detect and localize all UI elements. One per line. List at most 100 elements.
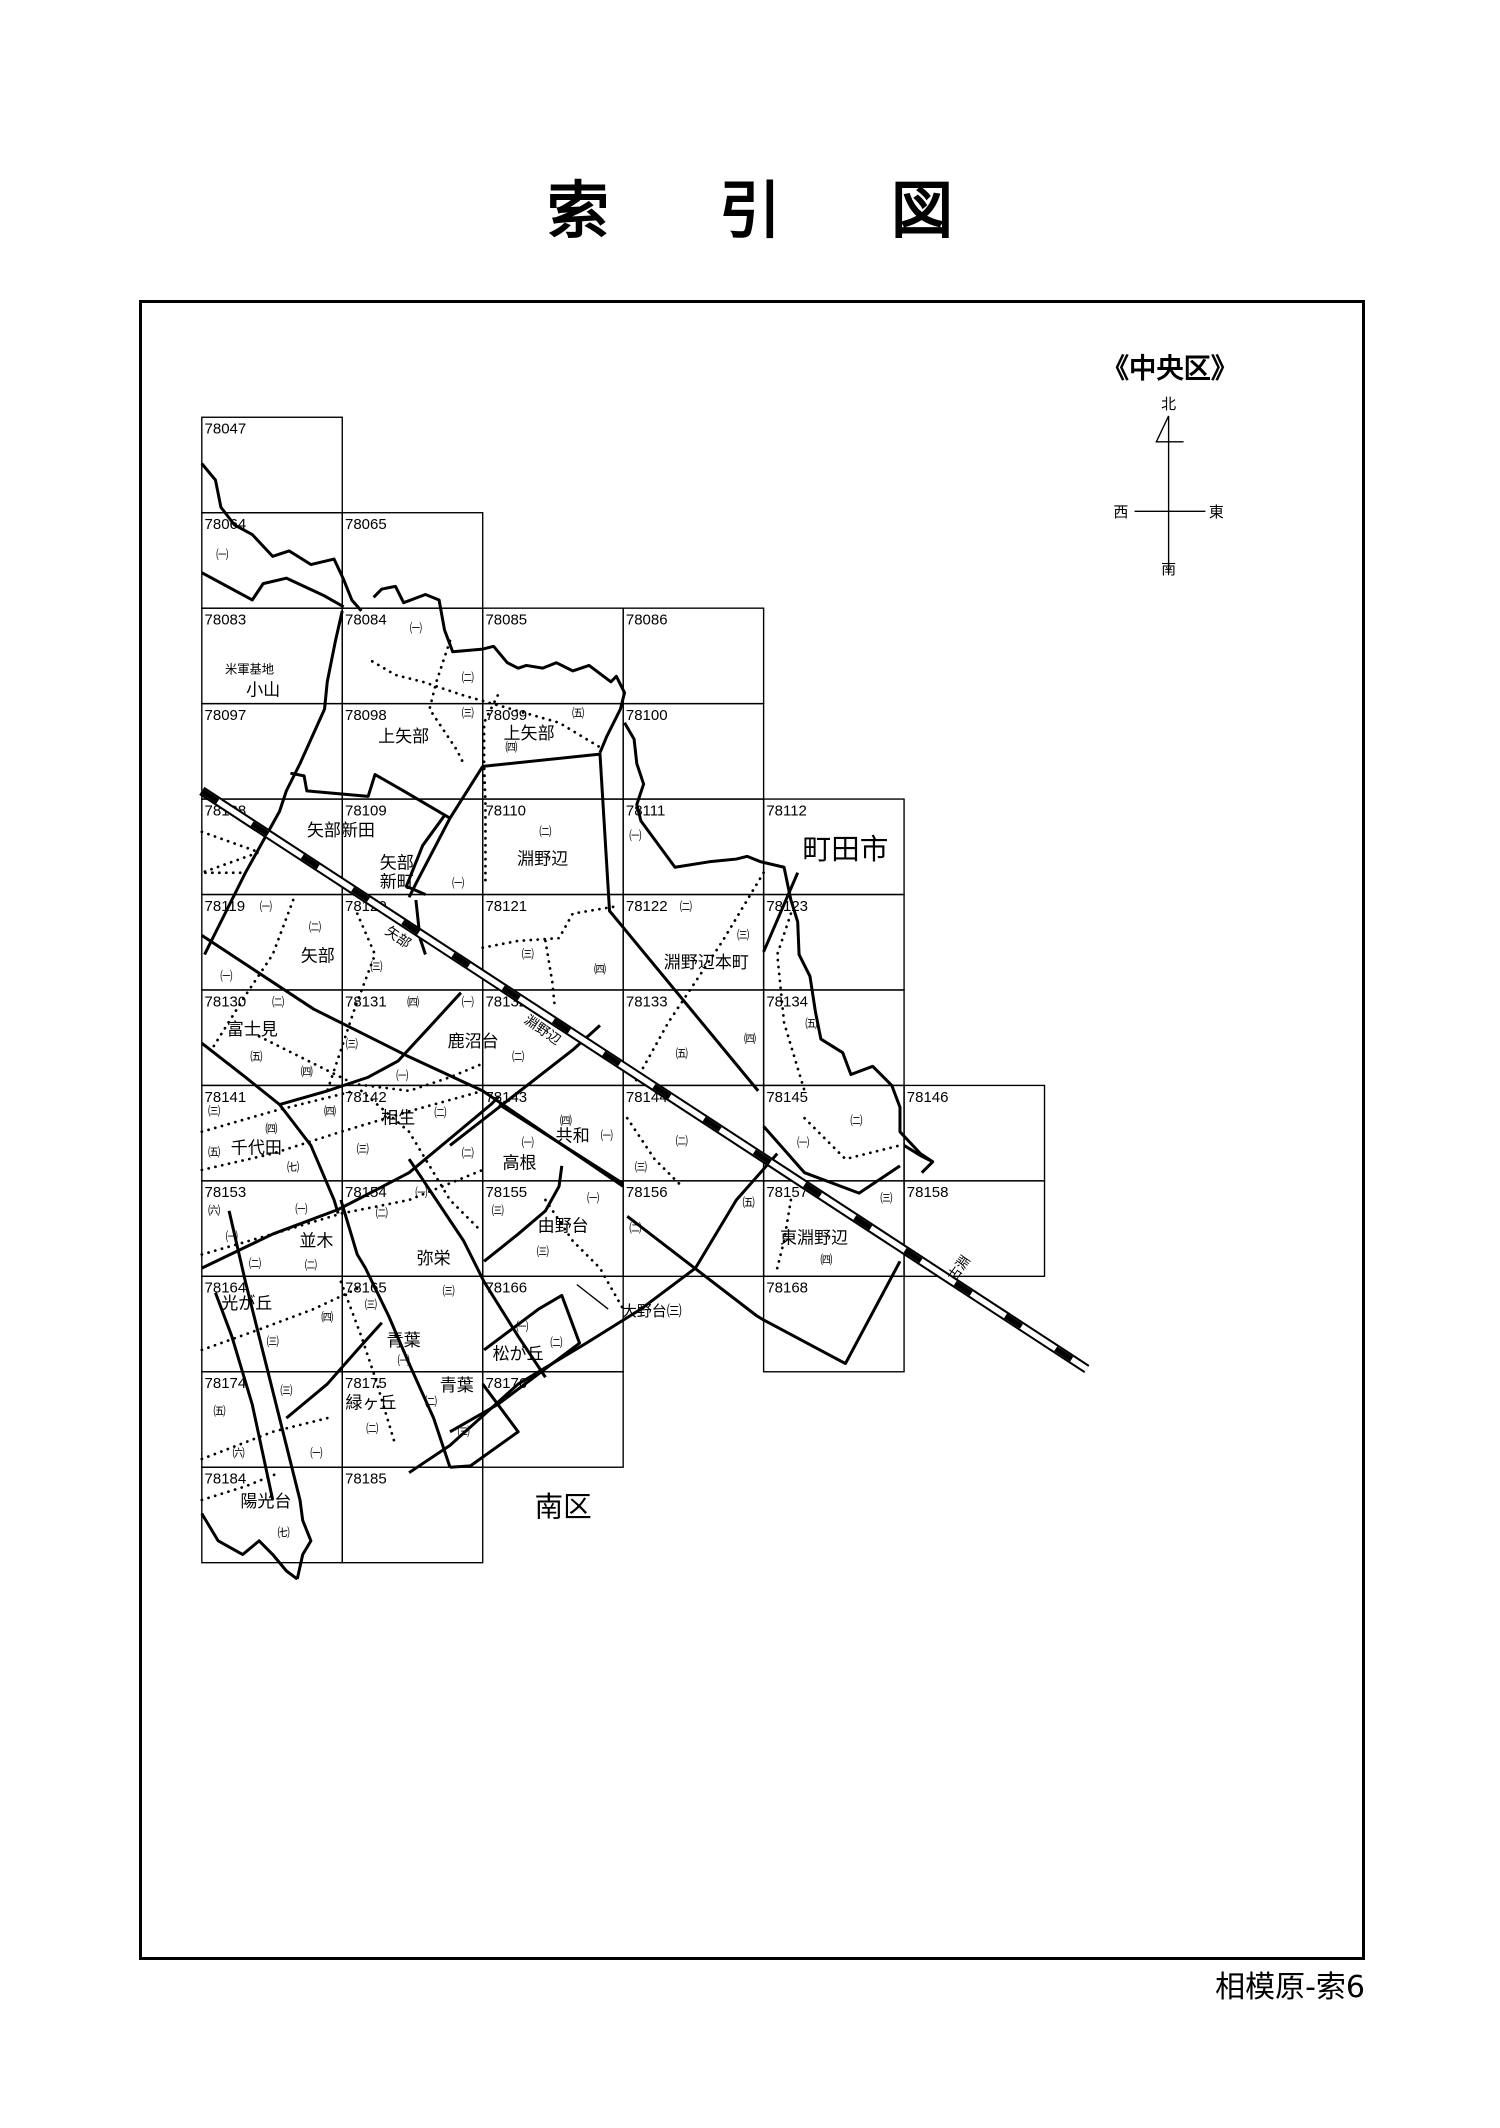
compass-west: 西 xyxy=(1113,503,1128,521)
subdivision-mark: ㈤ xyxy=(572,706,584,720)
boundary xyxy=(203,610,344,956)
subdivision-mark: ㈠ xyxy=(452,877,464,891)
minami-ward-label: 南区 xyxy=(535,1489,592,1523)
subdivision-mark: ㈡ xyxy=(850,1114,862,1128)
subdivision-mark: ㈠ xyxy=(587,1192,599,1206)
cell-number: 78098 xyxy=(345,707,387,724)
place-name: 矢部 xyxy=(380,854,414,874)
subdivision-mark: ㈢ xyxy=(357,1143,369,1157)
cell-number: 78083 xyxy=(205,612,247,629)
map-cell[interactable] xyxy=(903,1180,1046,1278)
subdivision-mark: ㈡ xyxy=(676,1134,688,1148)
boundary xyxy=(201,571,345,609)
subdivision-mark: ㈢ xyxy=(737,929,749,943)
compass-east: 東 xyxy=(1209,503,1224,521)
place-name: 由野台 xyxy=(538,1216,589,1236)
subdivision-mark: ㈣ xyxy=(301,1065,313,1079)
map-cell[interactable] xyxy=(482,1371,624,1468)
boundary xyxy=(200,1512,299,1581)
subdivision-mark: ㈡ xyxy=(550,1336,562,1350)
subdivision-mark: ㈢ xyxy=(365,1298,377,1312)
railway-line xyxy=(199,786,1090,1374)
cell-number: 78112 xyxy=(766,802,807,819)
cell-number: 78086 xyxy=(626,612,668,629)
boundary xyxy=(449,1383,520,1469)
subdivision-mark: ㈡ xyxy=(512,1050,524,1064)
place-name: 共和 xyxy=(556,1126,590,1146)
boundary xyxy=(279,991,463,1106)
boundary xyxy=(201,1095,501,1270)
place-name: 大野台㈢ xyxy=(622,1302,682,1320)
subdivision-mark: ㈢ xyxy=(492,1204,504,1218)
cell-number: 78165 xyxy=(345,1280,387,1297)
boundary xyxy=(407,1158,547,1379)
cell-number: 78142 xyxy=(345,1089,387,1106)
subdivision-mark: ㈣ xyxy=(594,963,606,977)
subdivision-mark: ㈡ xyxy=(305,1259,317,1273)
subdivision-mark: ㈣ xyxy=(820,1253,832,1267)
place-name: 相生 xyxy=(381,1109,415,1129)
boundary xyxy=(339,1199,452,1468)
subdivision-mark: ㈥ xyxy=(208,1204,220,1218)
cell-number: 78157 xyxy=(766,1184,808,1201)
subdivision-mark: ㈢ xyxy=(537,1245,549,1259)
boundary xyxy=(449,1293,582,1434)
boundary xyxy=(290,771,451,820)
boundary xyxy=(200,1041,340,1215)
place-name: 淵野辺本町 xyxy=(664,953,749,973)
subdivision-mark: ㈠ xyxy=(397,1354,409,1368)
place-name: 高根 xyxy=(503,1154,537,1174)
subdivision-mark: ㈠ xyxy=(216,548,228,562)
boundary xyxy=(482,752,760,1092)
cell-number: 78166 xyxy=(485,1280,527,1297)
subdivision-mark: ㈡ xyxy=(629,1222,641,1236)
subdivision-mark: ㈦ xyxy=(287,1160,299,1174)
place-name: 青葉 xyxy=(387,1331,421,1351)
cell-number: 78133 xyxy=(626,993,668,1010)
subdivision-mark: ㈡ xyxy=(539,825,551,839)
city-boundary xyxy=(200,462,363,612)
station-name: 古淵 xyxy=(945,1253,974,1284)
cell-number: 78123 xyxy=(766,898,808,915)
map-cell[interactable] xyxy=(762,1275,905,1373)
place-name: 富士見 xyxy=(227,1020,278,1040)
subdivision-mark: ㈡ xyxy=(309,920,321,934)
boundary xyxy=(285,1321,383,1420)
subdivision-mark: ㈢ xyxy=(635,1160,647,1174)
ward-label: 《中央区》 xyxy=(1102,354,1238,385)
cell-number: 78047 xyxy=(205,421,247,438)
subdivision-mark: ㈤ xyxy=(676,1047,688,1061)
boundaries xyxy=(200,462,935,1581)
cell-number: 78134 xyxy=(766,993,808,1010)
subdivision-mark: ㈠ xyxy=(226,1230,238,1244)
boundary xyxy=(498,1103,624,1185)
subdivision-mark: ㈡ xyxy=(366,1422,378,1436)
subdivision-mark: ㈠ xyxy=(260,900,272,914)
boundary xyxy=(214,1292,275,1501)
cell-number: 78111 xyxy=(626,802,665,819)
map-cell[interactable] xyxy=(341,1466,484,1564)
subdivision-mark: ㈡ xyxy=(680,900,692,914)
place-name: 淵野辺 xyxy=(517,850,568,870)
cell-number: 78121 xyxy=(485,898,527,915)
subdivision-mark: ㈠ xyxy=(310,1447,322,1461)
subdivision-mark: ㈠ xyxy=(410,622,422,636)
place-name: 松が丘 xyxy=(493,1345,544,1365)
cell-number: 78185 xyxy=(345,1471,387,1488)
compass: 北 西 東 南 xyxy=(1113,395,1223,578)
subdivision-mark: ㈠ xyxy=(629,829,641,843)
boundary xyxy=(404,814,446,896)
subdivision-mark: ㈠ xyxy=(220,969,232,983)
cell-number: 78168 xyxy=(766,1280,808,1297)
cell-number: 78100 xyxy=(626,707,668,724)
cell-number: 78158 xyxy=(907,1184,949,1201)
place-name: 緑ヶ丘 xyxy=(345,1394,396,1414)
cell-number: 78153 xyxy=(205,1184,247,1201)
cell-number: 78084 xyxy=(345,612,387,629)
subdivision-mark: ㈡ xyxy=(376,1207,388,1221)
place-name: 並木 xyxy=(299,1231,333,1251)
cell-number: 78097 xyxy=(205,707,247,724)
cell-number: 78131 xyxy=(345,993,387,1010)
